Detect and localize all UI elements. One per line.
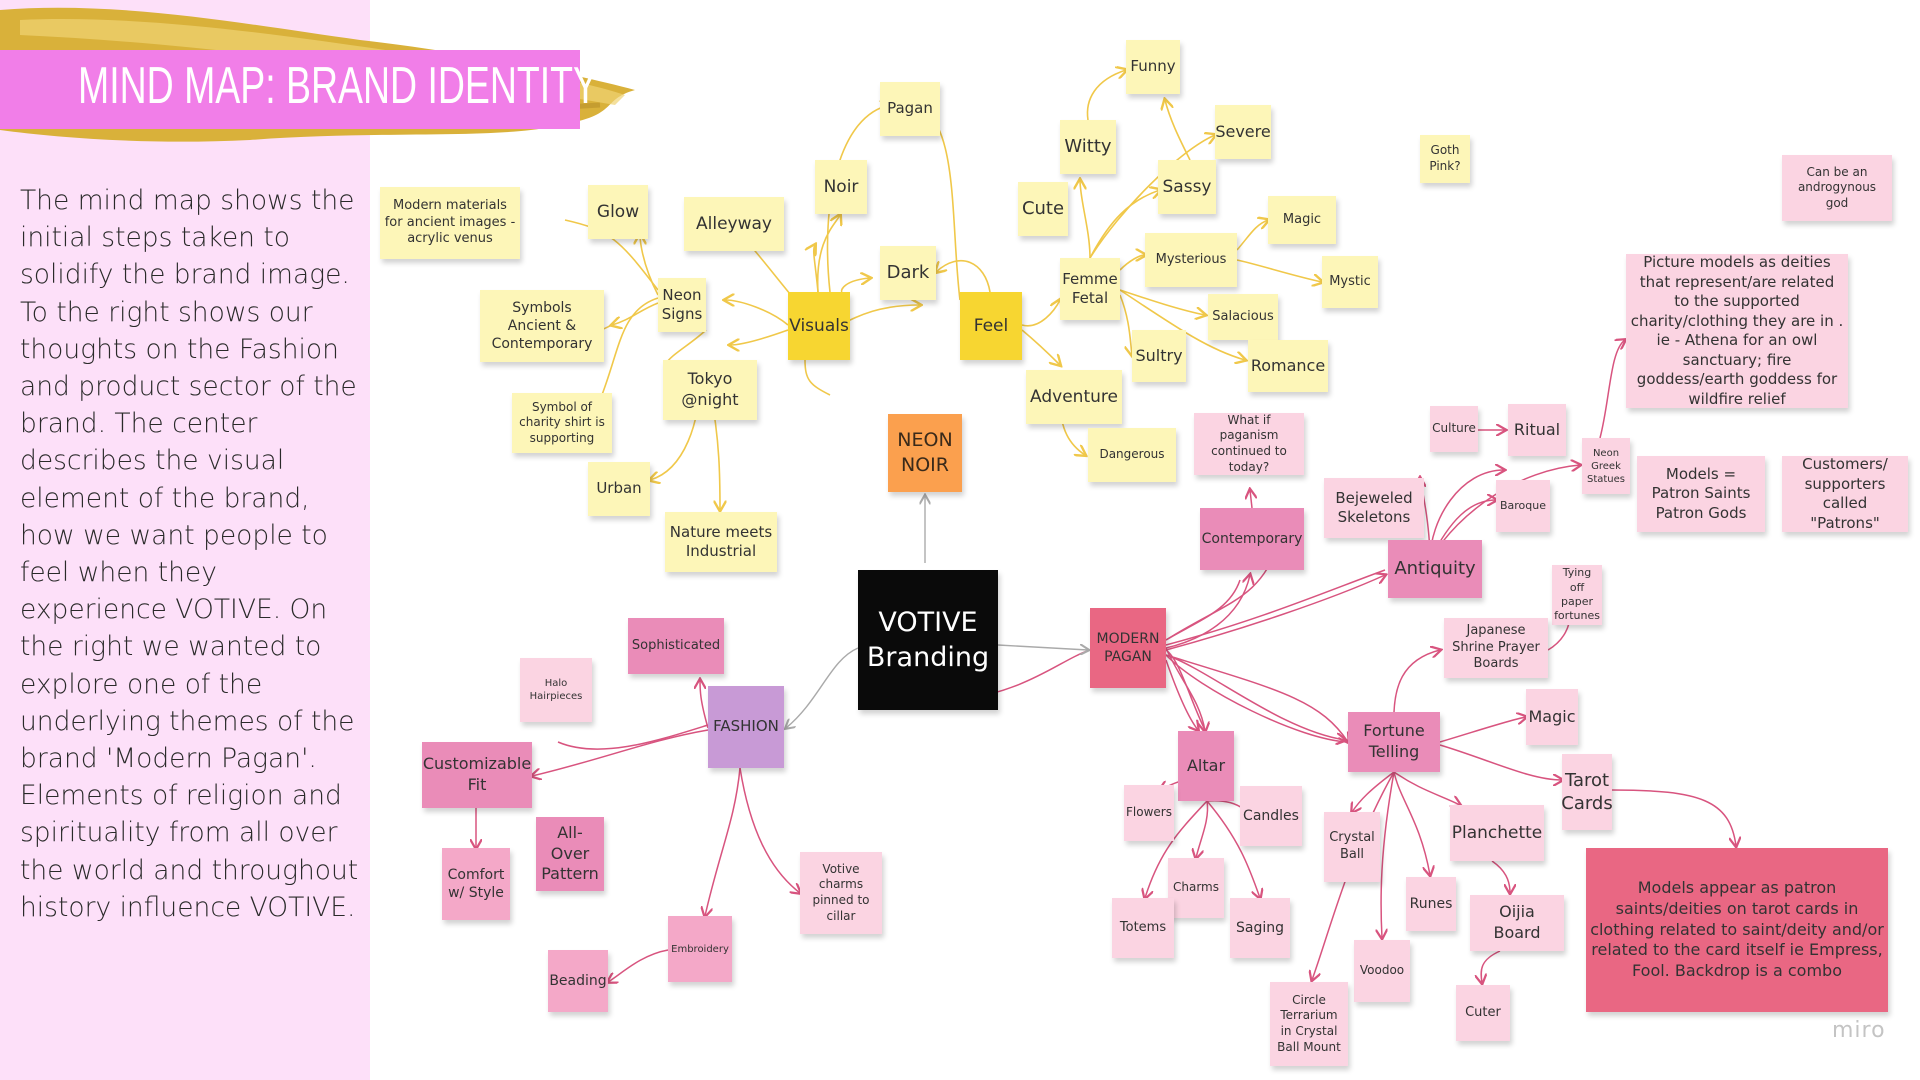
- sticky-note-neon-noir[interactable]: NEON NOIR: [888, 414, 962, 492]
- sticky-note-planchette[interactable]: Planchette: [1450, 805, 1544, 861]
- sticky-note-embroidery[interactable]: Embroidery: [668, 916, 732, 982]
- sticky-note-can-be-androgynous[interactable]: Can be an androgynous god: [1782, 155, 1892, 221]
- sticky-note-romance[interactable]: Romance: [1248, 340, 1328, 392]
- sticky-note-fortune-telling[interactable]: Fortune Telling: [1348, 712, 1440, 772]
- sticky-note-pagan[interactable]: Pagan: [880, 82, 940, 136]
- sticky-note-femme-fetal[interactable]: Femme Fetal: [1060, 258, 1120, 320]
- sticky-note-sultry[interactable]: Sultry: [1132, 330, 1186, 382]
- sticky-note-symbols[interactable]: Symbols Ancient & Contemporary: [480, 290, 604, 362]
- sticky-note-dark[interactable]: Dark: [880, 246, 936, 300]
- sticky-note-models-tarot[interactable]: Models appear as patron saints/deities o…: [1586, 848, 1888, 1012]
- sticky-note-votive-branding[interactable]: VOTIVE Branding: [858, 570, 998, 710]
- sticky-note-culture[interactable]: Culture: [1430, 406, 1478, 452]
- sticky-note-tokyo[interactable]: Tokyo @night: [663, 360, 757, 420]
- sticky-note-visuals[interactable]: Visuals: [788, 292, 850, 360]
- sticky-note-comfort[interactable]: Comfort w/ Style: [442, 848, 510, 920]
- sticky-note-baroque[interactable]: Baroque: [1496, 480, 1550, 532]
- sticky-note-cute[interactable]: Cute: [1018, 182, 1068, 236]
- sticky-note-goth-pink[interactable]: Goth Pink?: [1420, 135, 1470, 183]
- sticky-note-altar[interactable]: Altar: [1178, 731, 1234, 801]
- sticky-note-totems[interactable]: Totems: [1112, 898, 1174, 958]
- sticky-note-antiquity[interactable]: Antiquity: [1388, 540, 1482, 598]
- sticky-note-circle-terrarium[interactable]: Circle Terrarium in Crystal Ball Mount: [1270, 982, 1348, 1066]
- miro-watermark: miro: [1832, 1018, 1886, 1043]
- sticky-note-modern-pagan[interactable]: MODERN PAGAN: [1090, 608, 1166, 688]
- sticky-note-feel[interactable]: Feel: [960, 292, 1022, 360]
- sticky-note-alleyway[interactable]: Alleyway: [684, 197, 784, 251]
- page-title: MIND MAP: BRAND IDENTITY: [78, 57, 599, 115]
- sticky-note-ouija[interactable]: Oijia Board: [1470, 895, 1564, 951]
- sticky-note-noir[interactable]: Noir: [815, 160, 867, 214]
- sticky-note-funny[interactable]: Funny: [1126, 40, 1180, 94]
- sticky-note-tarot[interactable]: Tarot Cards: [1561, 754, 1613, 830]
- sticky-note-neon-signs[interactable]: Neon Signs: [658, 278, 706, 332]
- sticky-note-beading[interactable]: Beading: [548, 950, 608, 1012]
- sticky-note-nature-industrial[interactable]: Nature meets Industrial: [665, 512, 777, 572]
- sticky-note-what-if-paganism[interactable]: What if paganism continued to today?: [1194, 413, 1304, 475]
- sticky-note-flowers[interactable]: Flowers: [1124, 785, 1174, 841]
- sticky-note-witty[interactable]: Witty: [1060, 120, 1116, 174]
- sticky-note-dangerous[interactable]: Dangerous: [1088, 428, 1176, 482]
- sticky-note-votive-charms[interactable]: Votive charms pinned to cillar: [800, 852, 882, 934]
- sticky-note-urban[interactable]: Urban: [588, 462, 650, 516]
- sticky-note-tying-off[interactable]: Tying off paper fortunes: [1552, 565, 1602, 625]
- sticky-note-bejeweled[interactable]: Bejeweled Skeletons: [1324, 478, 1424, 538]
- sticky-note-charms[interactable]: Charms: [1168, 858, 1224, 918]
- sticky-note-sophisticated[interactable]: Sophisticated: [628, 618, 724, 674]
- sticky-note-salacious[interactable]: Salacious: [1208, 294, 1278, 340]
- description-panel: [0, 0, 370, 1080]
- sticky-note-all-over[interactable]: All-Over Pattern: [536, 817, 604, 891]
- sticky-note-modern-materials[interactable]: Modern materials for ancient images - ac…: [380, 187, 520, 259]
- sticky-note-sassy[interactable]: Sassy: [1158, 160, 1216, 214]
- sticky-note-mysterious[interactable]: Mysterious: [1145, 233, 1237, 287]
- sticky-note-adventure[interactable]: Adventure: [1026, 370, 1122, 424]
- sticky-note-mystic[interactable]: Mystic: [1322, 256, 1378, 308]
- sticky-note-japanese-shrine[interactable]: Japanese Shrine Prayer Boards: [1444, 618, 1548, 678]
- description-text: The mind map shows the initial steps tak…: [20, 185, 359, 923]
- sticky-note-runes[interactable]: Runes: [1406, 877, 1456, 931]
- sticky-note-customizable[interactable]: Customizable Fit: [422, 742, 532, 808]
- sticky-note-customers[interactable]: Customers/ supporters called "Patrons": [1782, 455, 1908, 532]
- sticky-note-picture-models[interactable]: Picture models as deities that represent…: [1626, 253, 1848, 408]
- sticky-note-saging[interactable]: Saging: [1230, 898, 1290, 958]
- sticky-note-models-patron[interactable]: Models = Patron Saints Patron Gods: [1637, 456, 1765, 532]
- sticky-note-glow[interactable]: Glow: [588, 185, 648, 239]
- sticky-note-voodoo[interactable]: Voodoo: [1354, 940, 1410, 1002]
- sticky-note-magic-yellow[interactable]: Magic: [1268, 196, 1336, 244]
- sticky-note-magic-pink[interactable]: Magic: [1526, 689, 1578, 745]
- sticky-note-severe[interactable]: Severe: [1215, 105, 1271, 159]
- sticky-note-symbol-charity[interactable]: Symbol of charity shirt is supporting: [512, 393, 612, 453]
- sticky-note-halo[interactable]: Halo Hairpieces: [520, 658, 592, 722]
- sticky-note-neon-greek[interactable]: Neon Greek Statues: [1582, 438, 1630, 494]
- sticky-note-crystal-ball[interactable]: Crystal Ball: [1324, 812, 1380, 882]
- sticky-note-ritual[interactable]: Ritual: [1508, 404, 1566, 456]
- sticky-note-fashion[interactable]: FASHION: [708, 686, 784, 768]
- sticky-note-candles[interactable]: Candles: [1240, 786, 1302, 846]
- title-banner: [0, 50, 580, 129]
- sticky-note-cuter[interactable]: Cuter: [1456, 985, 1510, 1041]
- sticky-note-contemporary[interactable]: Contemporary: [1200, 508, 1304, 570]
